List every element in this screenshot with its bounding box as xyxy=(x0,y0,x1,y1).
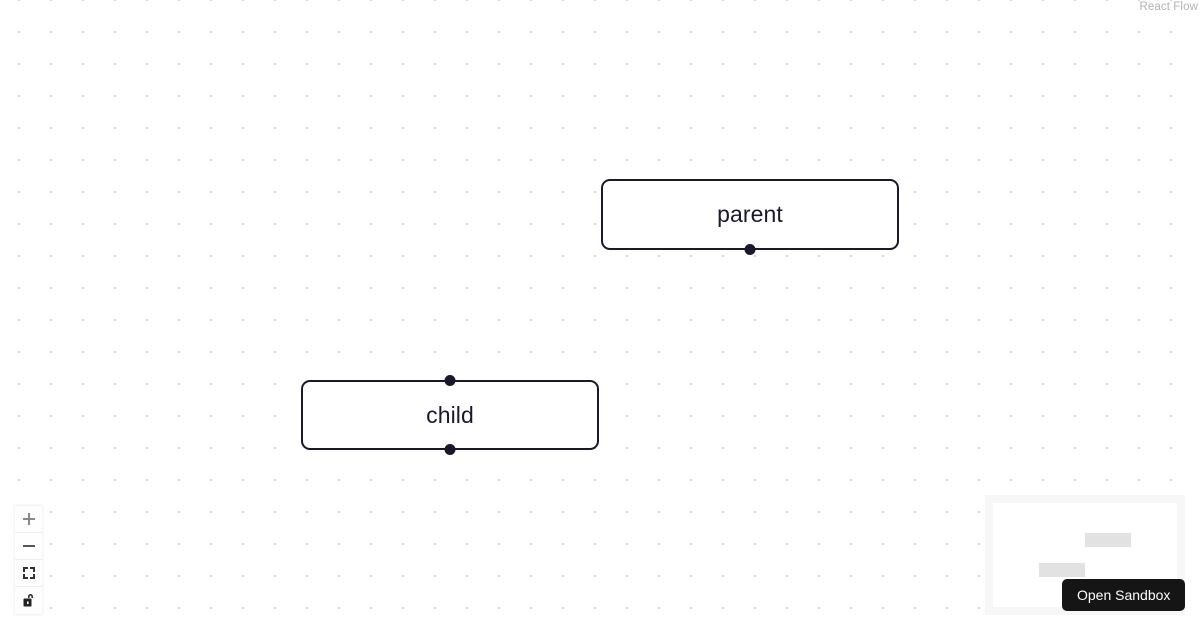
node-parent[interactable]: parent xyxy=(601,179,899,255)
node-parent-label: parent xyxy=(717,201,783,227)
fit-view-button[interactable] xyxy=(15,560,42,587)
zoom-in-button[interactable] xyxy=(15,506,42,533)
lock-button[interactable] xyxy=(15,587,42,614)
minimap-node-parent xyxy=(1085,533,1131,547)
react-flow-attribution[interactable]: React Flow xyxy=(1139,1,1198,13)
zoom-out-button[interactable] xyxy=(15,533,42,560)
lock-icon xyxy=(23,594,35,607)
minus-icon xyxy=(22,540,35,552)
plus-icon xyxy=(22,513,35,525)
open-sandbox-button[interactable]: Open Sandbox xyxy=(1062,579,1186,611)
node-child-target-handle-top[interactable] xyxy=(444,375,456,386)
node-child-label: child xyxy=(426,401,474,428)
minimap-node-child xyxy=(1039,563,1085,577)
minimap[interactable] xyxy=(985,495,1185,615)
node-parent-source-handle-bottom[interactable] xyxy=(744,244,756,255)
node-child[interactable]: child xyxy=(301,375,599,455)
controls-panel xyxy=(15,506,42,614)
fit-view-icon xyxy=(22,567,35,579)
node-child-source-handle-bottom[interactable] xyxy=(444,444,456,455)
